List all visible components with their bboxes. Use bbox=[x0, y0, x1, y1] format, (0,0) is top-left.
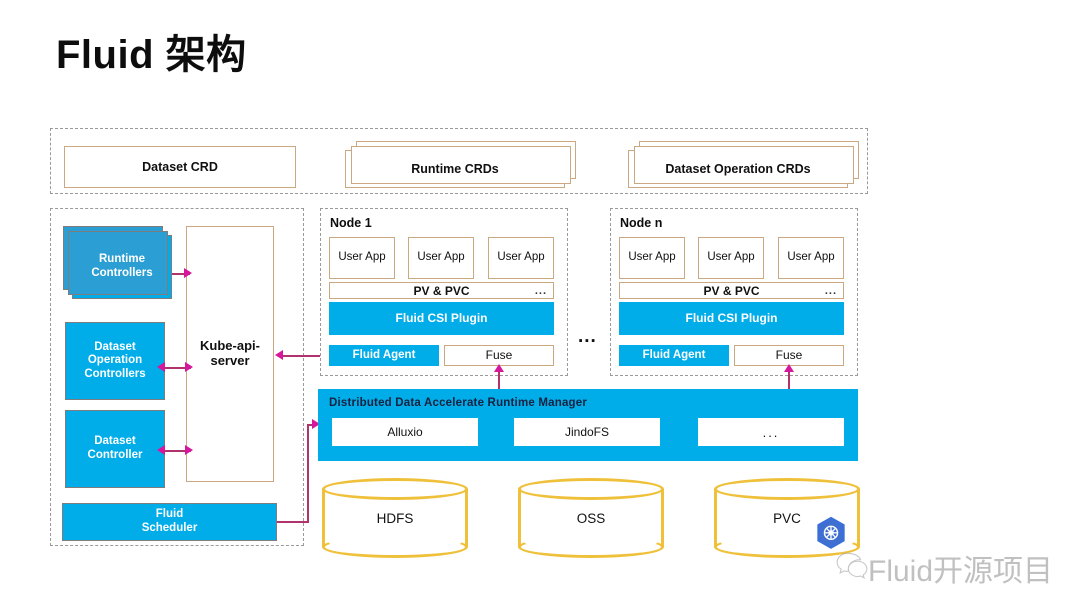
storage-cylinder-hdfs-label: HDFS bbox=[376, 510, 414, 526]
arrow-runtime-controllers-out bbox=[184, 268, 192, 278]
arrow-node-n-fuse-up bbox=[784, 364, 794, 372]
connector-dsop-controllers-apiserver bbox=[163, 367, 191, 369]
watermark-text: Fluid开源项目 bbox=[868, 555, 1054, 588]
fluid-scheduler-label-2: Scheduler bbox=[141, 522, 198, 534]
node-1-fluid-agent-label: Fluid Agent bbox=[352, 348, 416, 361]
node-1-user-app-1[interactable]: User App bbox=[329, 237, 395, 279]
fluid-scheduler-label-1: Fluid bbox=[155, 508, 184, 521]
node-n-csi-plugin-label: Fluid CSI Plugin bbox=[685, 311, 778, 326]
storage-cylinder-oss-label: OSS bbox=[576, 510, 606, 526]
runtime-engine-jindofs-label: JindoFS bbox=[564, 425, 610, 439]
node-n-pv-pvc-dots: ... bbox=[824, 284, 837, 297]
node-n-user-app-2[interactable]: User App bbox=[698, 237, 764, 279]
node-1-pv-pvc-bar[interactable]: PV & PVC ... bbox=[329, 282, 554, 299]
kube-api-server-label-1: Kube-api- bbox=[200, 338, 260, 354]
node-1-pv-pvc-dots: ... bbox=[534, 284, 547, 297]
arrow-dataset-controller-in bbox=[157, 445, 165, 455]
dataset-operation-controllers-label-1: Dataset bbox=[94, 340, 136, 353]
hdfs-cylinder-top bbox=[322, 478, 468, 500]
connector-node-1-fuse-up bbox=[498, 368, 500, 390]
kube-api-server-box[interactable]: Kube-api- server bbox=[186, 226, 274, 482]
node-n-fuse[interactable]: Fuse bbox=[734, 345, 844, 366]
arrow-dataset-controller-out bbox=[185, 445, 193, 455]
node-1-user-app-3-label: User App bbox=[497, 251, 545, 264]
page-title: Fluid 架构 bbox=[56, 33, 247, 77]
arrow-dsop-controllers-in bbox=[157, 362, 165, 372]
runtime-manager-title: Distributed Data Accelerate Runtime Mana… bbox=[329, 397, 588, 409]
connector-scheduler-right bbox=[277, 521, 309, 523]
dataset-operation-controllers-box[interactable]: Dataset Operation Controllers bbox=[65, 322, 165, 400]
node-1-fuse-label: Fuse bbox=[485, 347, 513, 362]
runtime-controllers-label-1: Runtime bbox=[99, 253, 145, 266]
connector-node-n-fuse-up bbox=[788, 368, 790, 390]
dataset-controller-label-2: Controller bbox=[87, 449, 143, 461]
node-1-fuse[interactable]: Fuse bbox=[444, 345, 554, 366]
storage-cylinder-oss[interactable]: OSS bbox=[518, 478, 664, 558]
dataset-operation-controllers-label-3: Controllers bbox=[84, 367, 146, 380]
connector-agent-to-apiserver bbox=[282, 355, 330, 357]
runtime-engine-more-label: ... bbox=[762, 424, 780, 440]
arrow-node-1-fuse-up bbox=[494, 364, 504, 372]
pvc-cylinder-top bbox=[714, 478, 860, 500]
node-n-fluid-agent[interactable]: Fluid Agent bbox=[619, 345, 729, 366]
oss-cylinder-bottom bbox=[518, 536, 664, 558]
oss-cylinder-top bbox=[518, 478, 664, 500]
crd-box-dataset-label: Dataset CRD bbox=[142, 159, 218, 174]
node-n-pv-pvc-bar[interactable]: PV & PVC ... bbox=[619, 282, 844, 299]
node-1-csi-plugin[interactable]: Fluid CSI Plugin bbox=[329, 302, 554, 335]
node-1-fluid-agent[interactable]: Fluid Agent bbox=[329, 345, 439, 366]
nodes-separator-ellipsis: ... bbox=[578, 326, 597, 347]
runtime-controllers-label-2: Controllers bbox=[91, 267, 153, 279]
node-1-user-app-1-label: User App bbox=[338, 251, 386, 264]
node-1-label: Node 1 bbox=[330, 216, 372, 230]
runtime-engine-jindofs[interactable]: JindoFS bbox=[514, 418, 660, 446]
runtime-controllers-box[interactable]: Runtime Controllers bbox=[63, 226, 172, 299]
node-n-pv-pvc-label: PV & PVC bbox=[703, 283, 760, 298]
arrow-scheduler-to-manager bbox=[312, 419, 320, 429]
storage-cylinder-hdfs[interactable]: HDFS bbox=[322, 478, 468, 558]
kube-api-server-label-2: server bbox=[210, 353, 250, 368]
node-1-user-app-2-label: User App bbox=[417, 251, 465, 264]
hdfs-cylinder-bottom bbox=[322, 536, 468, 558]
crd-box-runtime[interactable]: Runtime CRDs bbox=[345, 141, 576, 188]
node-n-user-app-1[interactable]: User App bbox=[619, 237, 685, 279]
node-1-csi-plugin-label: Fluid CSI Plugin bbox=[395, 311, 488, 326]
node-n-fuse-label: Fuse bbox=[775, 347, 803, 362]
crd-box-dataset[interactable]: Dataset CRD bbox=[64, 146, 296, 188]
dataset-controller-box[interactable]: Dataset Controller bbox=[65, 410, 165, 488]
runtime-engine-alluxio-label: Alluxio bbox=[387, 425, 423, 439]
node-n-user-app-3[interactable]: User App bbox=[778, 237, 844, 279]
connector-runtime-controllers-apiserver bbox=[160, 273, 190, 275]
pvc-cylinder-bottom bbox=[714, 536, 860, 558]
kubernetes-logo-icon bbox=[812, 515, 850, 553]
node-n-label: Node n bbox=[620, 216, 663, 230]
node-n-csi-plugin[interactable]: Fluid CSI Plugin bbox=[619, 302, 844, 335]
node-n-user-app-2-label: User App bbox=[707, 251, 755, 264]
node-1-user-app-3[interactable]: User App bbox=[488, 237, 554, 279]
node-n-user-app-3-label: User App bbox=[787, 251, 835, 264]
dataset-controller-label-1: Dataset bbox=[94, 435, 136, 448]
dataset-operation-controllers-label-2: Operation bbox=[87, 354, 143, 367]
runtime-engine-more[interactable]: ... bbox=[698, 418, 844, 446]
node-n-user-app-1-label: User App bbox=[628, 251, 676, 264]
storage-cylinder-pvc-label: PVC bbox=[773, 510, 801, 526]
node-n-fluid-agent-label: Fluid Agent bbox=[642, 348, 706, 361]
runtime-engine-alluxio[interactable]: Alluxio bbox=[332, 418, 478, 446]
node-1-pv-pvc-label: PV & PVC bbox=[413, 283, 470, 298]
fluid-scheduler-box[interactable]: Fluid Scheduler bbox=[62, 503, 277, 541]
crd-box-runtime-label: Runtime CRDs bbox=[411, 161, 499, 176]
arrow-apiserver-from-agent bbox=[275, 350, 283, 360]
crd-box-dataset-operation[interactable]: Dataset Operation CRDs bbox=[628, 141, 859, 188]
connector-scheduler-up bbox=[307, 424, 309, 522]
crd-box-dataset-operation-label: Dataset Operation CRDs bbox=[665, 161, 811, 176]
arrow-dsop-controllers-out bbox=[185, 362, 193, 372]
connector-dataset-controller-apiserver bbox=[163, 450, 191, 452]
node-1-user-app-2[interactable]: User App bbox=[408, 237, 474, 279]
